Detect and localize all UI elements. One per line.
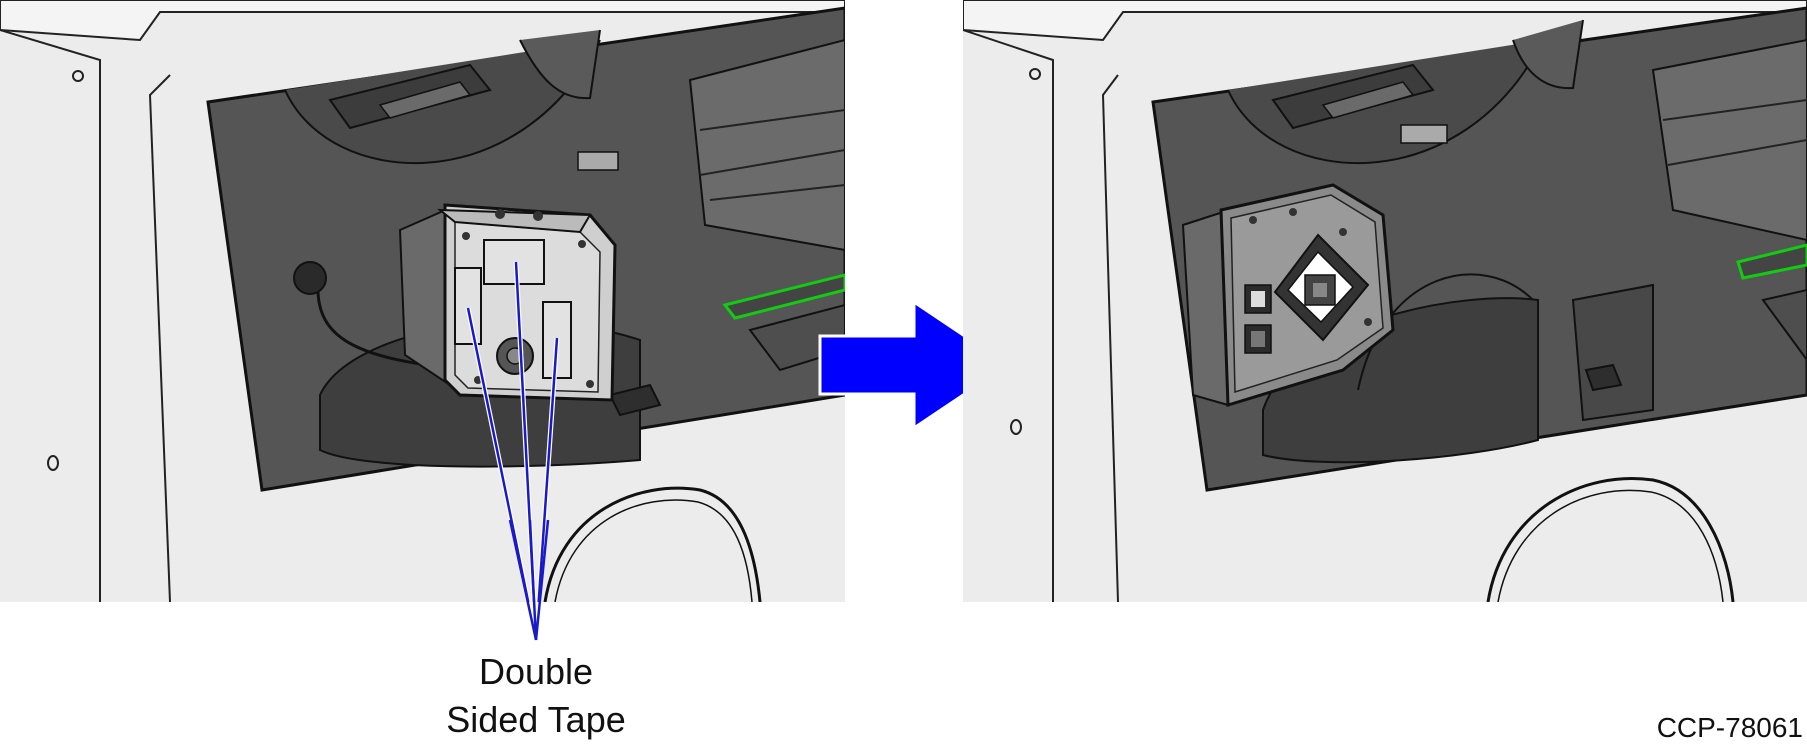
- before-illustration: [0, 0, 845, 602]
- figure-code: CCP-78061: [1656, 712, 1803, 743]
- after-illustration: [963, 0, 1807, 602]
- callout-line-1: Double: [478, 651, 594, 692]
- double-sided-tape-callout: Double Sided Tape: [426, 648, 646, 744]
- callout-line-2: Sided Tape: [446, 699, 626, 740]
- right-arrow-icon: [818, 300, 1010, 430]
